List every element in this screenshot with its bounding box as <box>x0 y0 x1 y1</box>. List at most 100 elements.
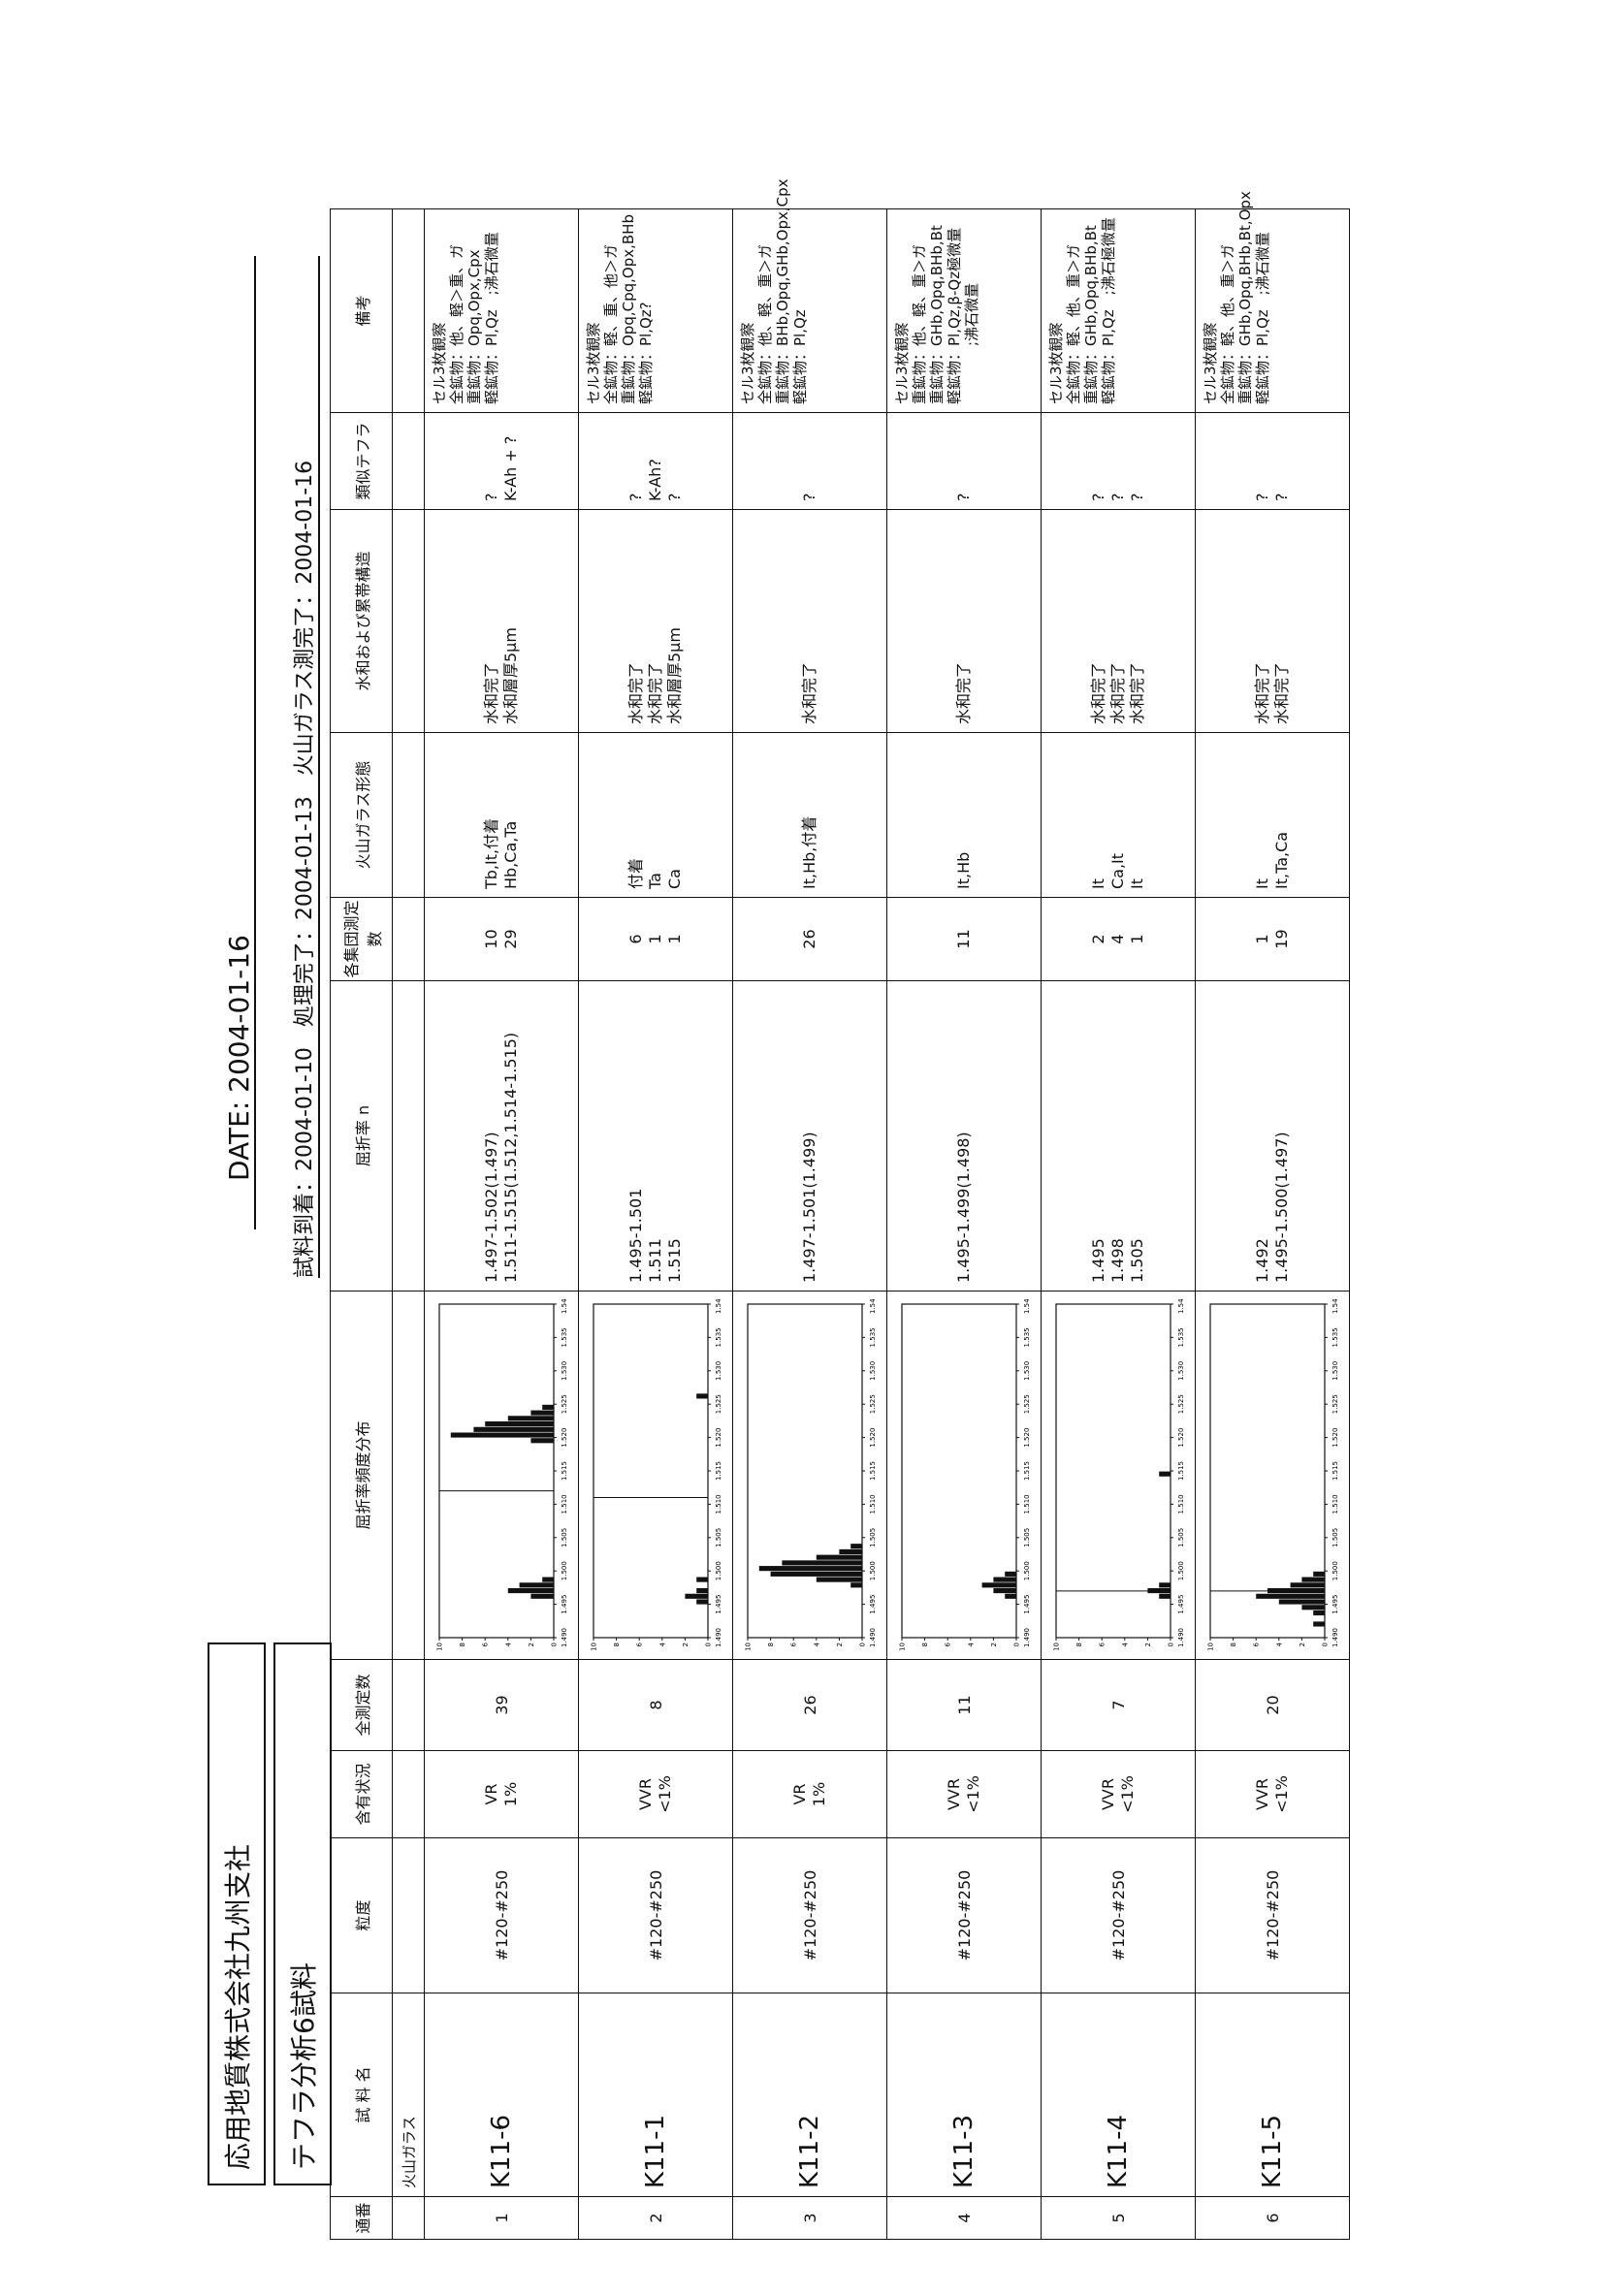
x-tick-label: 1.490 <box>1177 1628 1185 1647</box>
x-tick-label: 1.490 <box>1331 1628 1339 1647</box>
cell-content: VR 1% <box>732 1750 887 1838</box>
header-sample: 試 料 名 <box>330 1993 393 2197</box>
company-name: 応用地質株式会社九州支社 <box>208 1642 266 2185</box>
x-tick-label: 1.525 <box>1331 1394 1339 1414</box>
histogram-bar <box>1301 1605 1326 1610</box>
x-tick-label: 1.525 <box>715 1394 722 1414</box>
x-tick-label: 1.495 <box>715 1595 722 1614</box>
cell-name: K11-4 <box>1041 1993 1196 2197</box>
histogram-bar <box>519 1582 554 1588</box>
histogram-bar <box>850 1582 862 1588</box>
cell-refr: 1.497-1.501(1.499) <box>732 980 887 1292</box>
cell-counts: 10 29 <box>424 897 579 981</box>
y-tick-label: 0 <box>1013 1642 1021 1646</box>
x-tick-label: 1.535 <box>869 1327 877 1347</box>
cell-name: K11-2 <box>732 1993 887 2197</box>
x-tick-label: 1.520 <box>561 1428 568 1448</box>
cell-content: VVR <1% <box>1041 1750 1196 1838</box>
x-tick-label: 1.535 <box>715 1327 722 1347</box>
histogram-bar <box>816 1577 863 1582</box>
histogram-bar <box>530 1438 555 1444</box>
histogram-bar <box>816 1554 863 1560</box>
y-tick-label: 0 <box>1168 1642 1175 1646</box>
x-tick-label: 1.540 <box>715 1298 722 1314</box>
cell-similar: ? ? ? <box>1041 412 1196 510</box>
histogram-bar <box>530 1410 555 1416</box>
histogram-bar <box>1005 1593 1016 1599</box>
x-tick-label: 1.535 <box>561 1327 568 1347</box>
tephra-table: 通番 試 料 名 粒度 含有状況 全測定数 屈折率頻度分布 屈折率 n 各集団測… <box>330 178 1350 2240</box>
histogram-bar <box>530 1593 555 1599</box>
cell-hydration: 水和完了 <box>886 509 1042 733</box>
y-tick-label: 6 <box>1253 1642 1261 1646</box>
cell-grain: #120-#250 <box>886 1837 1042 1993</box>
header-row: 通番 試 料 名 粒度 含有状況 全測定数 屈折率頻度分布 屈折率 n 各集団測… <box>330 208 393 2240</box>
cell-refr: 1.495 1.498 1.505 <box>1041 980 1196 1292</box>
histogram-bar <box>981 1582 1016 1588</box>
cell-refr: 1.492 1.495-1.500(1.497) <box>1195 980 1350 1292</box>
y-tick-label: 2 <box>836 1642 844 1646</box>
histogram-bar <box>696 1393 708 1399</box>
header-content: 含有状況 <box>330 1750 393 1838</box>
y-tick-label: 6 <box>790 1642 798 1646</box>
histogram-bar <box>1159 1471 1171 1477</box>
cell-name: K11-3 <box>886 1993 1042 2197</box>
report-date: DATE: 2004-01-16 <box>223 935 255 1181</box>
date-received: 試料到着：2004-01-10 <box>293 1047 317 1278</box>
x-tick-label: 1.510 <box>869 1494 877 1514</box>
y-tick-label: 10 <box>899 1642 907 1651</box>
x-tick-label: 1.500 <box>1331 1561 1339 1580</box>
histogram-bar <box>485 1421 555 1427</box>
y-tick-label: 2 <box>1299 1642 1306 1646</box>
cell-no: 4 <box>886 2196 1042 2240</box>
x-tick-label: 1.525 <box>1177 1394 1185 1414</box>
x-tick-label: 1.520 <box>869 1428 877 1448</box>
cell-grain: #120-#250 <box>1195 1837 1350 1993</box>
header-hydration: 水和および累帯構造 <box>330 509 393 733</box>
histogram-bar <box>1313 1621 1325 1627</box>
x-tick-label: 1.540 <box>1177 1298 1185 1314</box>
cell-hydration: 水和完了 水和完了 水和完了 <box>1041 509 1196 733</box>
header-refr: 屈折率 n <box>330 980 393 1292</box>
cell-remarks: セル3枚観察 重鉱物：他、軽、重＞ガ 重鉱物：GHb,Opq,BHb,Bt 軽鉱… <box>886 208 1042 413</box>
histogram-bar <box>685 1593 709 1599</box>
date-processed: 処理完了：2004-01-13 <box>293 796 317 1028</box>
y-tick-label: 4 <box>504 1642 512 1646</box>
cell-remarks: セル3枚観察 全鉱物：軽、重、他＞ガ 重鉱物：Opq,Cpq,Opx,BHb 軽… <box>578 208 733 413</box>
cell-no: 6 <box>1195 2196 1350 2240</box>
cell-hydration: 水和完了 水和層厚5μm <box>424 509 579 733</box>
cell-similar: ? ? <box>1195 412 1350 510</box>
cell-refr: 1.497-1.502(1.497) 1.511-1.515(1.512,1.5… <box>424 980 579 1292</box>
histogram-bar <box>1256 1593 1326 1599</box>
dates-rule <box>318 256 320 1278</box>
y-tick-label: 0 <box>859 1642 867 1646</box>
histogram-chart: 1.4901.4951.5001.5051.5101.5151.5201.525… <box>591 1298 723 1651</box>
histogram-bar <box>839 1548 863 1555</box>
x-tick-label: 1.520 <box>715 1428 722 1448</box>
x-tick-label: 1.525 <box>561 1394 568 1414</box>
cell-no: 1 <box>424 2196 579 2240</box>
cell-hydration: 水和完了 水和完了 水和層厚5μm <box>578 509 733 733</box>
x-tick-label: 1.510 <box>1177 1494 1185 1514</box>
histogram-bar <box>1313 1571 1325 1577</box>
x-tick-label: 1.510 <box>1331 1494 1339 1514</box>
section-row: 火山ガラス <box>392 208 425 2240</box>
cell-content: VR 1% <box>424 1750 579 1838</box>
cell-remarks: セル3枚観察 全鉱物：軽、他、重＞ガ 重鉱物：GHb,Opq,BHb,Bt,Op… <box>1195 191 1350 413</box>
histogram-bar <box>450 1432 554 1438</box>
cell-shape: It Ca,It It <box>1041 732 1196 898</box>
histogram-bar <box>696 1577 708 1582</box>
histogram-bar <box>542 1404 554 1410</box>
cell-name: K11-6 <box>424 1993 579 2197</box>
x-tick-label: 1.540 <box>1331 1298 1339 1314</box>
y-tick-label: 10 <box>745 1642 753 1651</box>
x-tick-label: 1.490 <box>561 1628 568 1647</box>
x-tick-label: 1.530 <box>715 1361 722 1381</box>
x-tick-label: 1.515 <box>715 1461 722 1481</box>
cell-grain: #120-#250 <box>1041 1837 1196 1993</box>
